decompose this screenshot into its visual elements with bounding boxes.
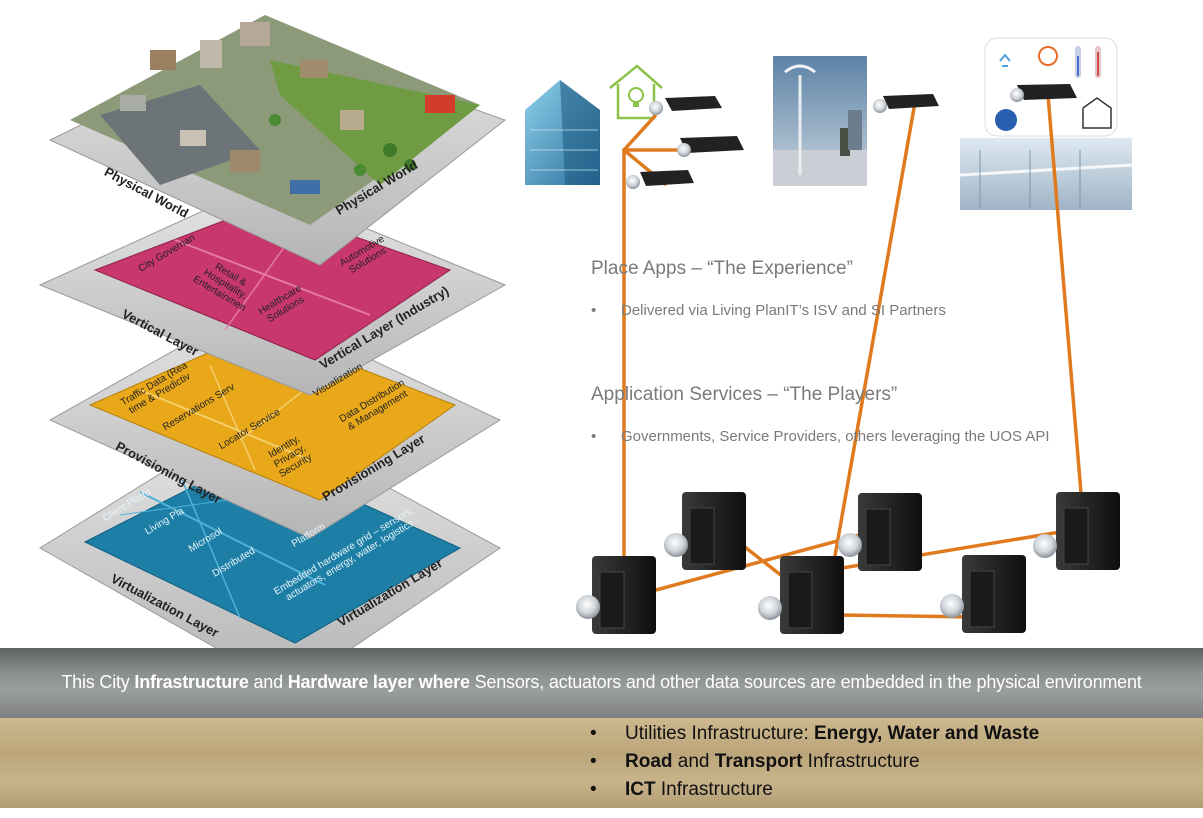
ground-texture: [0, 718, 1203, 808]
place-apps-bullet: • Delivered via Living PlanIT’s ISV and S…: [591, 302, 946, 319]
infra-item-utilities: • Utilities Infrastructure: Energy, Water…: [590, 723, 1039, 745]
server-appliance: [758, 556, 844, 634]
infrastructure-band-text: This City Infrastructure and Hardware la…: [0, 672, 1203, 693]
server-appliance: [838, 493, 922, 571]
infra-road-and: and: [672, 751, 715, 772]
server-appliance: [940, 555, 1026, 633]
connection-lines: [622, 93, 1117, 619]
smart-home-icon: [609, 64, 663, 120]
band-text-5: Sensors, actuators and other data source…: [469, 672, 1142, 692]
infra-road-suffix: Infrastructure: [802, 751, 920, 772]
network-device-icons: [626, 84, 1077, 189]
place-apps-bullet-text: Delivered via Living PlanIT’s ISV and SI…: [621, 302, 946, 319]
skyscraper-image: [525, 80, 600, 185]
street-photo: [773, 56, 867, 186]
bullet-marker: •: [591, 428, 597, 445]
infra-transport-bold: Transport: [714, 751, 803, 772]
provisioning-layer: [48, 304, 502, 539]
infra-ict-bold: ICT: [625, 779, 656, 800]
server-appliances: [576, 492, 1120, 634]
app-services-heading: Application Services – “The Players”: [591, 384, 898, 405]
bullet-marker: •: [591, 302, 597, 319]
virtualization-layer: [39, 414, 501, 691]
infrastructure-band: [0, 648, 1203, 718]
app-services-bullet: • Governments, Service Providers, others …: [591, 428, 1050, 445]
vertical-layer: [38, 184, 507, 396]
bullet-marker: •: [590, 723, 597, 744]
band-text-1: This City: [61, 672, 135, 692]
band-text-3: and: [248, 672, 288, 692]
infra-item-road: • Road and Transport Infrastructure: [590, 751, 920, 773]
bullet-marker: •: [590, 779, 597, 800]
band-text-4: Hardware layer where: [287, 672, 470, 692]
server-appliance: [1033, 492, 1120, 570]
server-appliance: [576, 556, 656, 634]
server-appliance: [664, 492, 746, 570]
infra-ict-suffix: Infrastructure: [655, 779, 773, 800]
infra-item-ict: • ICT Infrastructure: [590, 779, 773, 801]
building-photo: [959, 138, 1133, 210]
band-text-2: Infrastructure: [134, 672, 249, 692]
app-services-bullet-text: Governments, Service Providers, others l…: [621, 428, 1050, 445]
bullet-marker: •: [590, 751, 597, 772]
place-apps-heading: Place Apps – “The Experience”: [591, 258, 853, 279]
infra-road-bold: Road: [625, 751, 673, 772]
infra-utilities-label: Utilities Infrastructure:: [625, 723, 814, 744]
physical-world-layer: [48, 15, 507, 266]
infra-utilities-bold: Energy, Water and Waste: [814, 723, 1040, 744]
